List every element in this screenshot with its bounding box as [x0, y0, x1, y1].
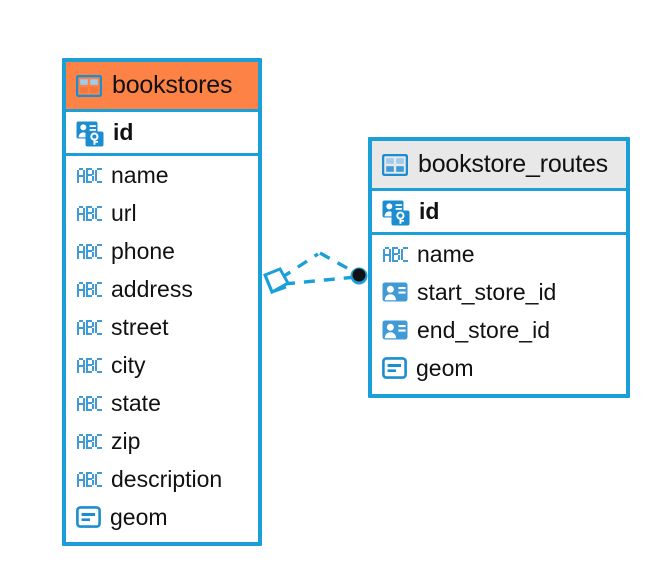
field-row-name[interactable]: name	[66, 156, 258, 194]
primary-key-icon	[76, 119, 104, 147]
field-row-url[interactable]: url	[66, 194, 258, 232]
field-row-city[interactable]: city	[66, 346, 258, 384]
abc-text-icon	[76, 205, 102, 221]
abc-text-icon	[76, 471, 102, 487]
field-row-street[interactable]: street	[66, 308, 258, 346]
entity-title: bookstores	[112, 71, 233, 99]
foreign-key-icon	[382, 279, 408, 305]
relationship-line-upper-right	[319, 251, 357, 275]
field-label: name	[111, 161, 169, 188]
abc-text-icon	[76, 319, 102, 335]
field-label: street	[111, 313, 169, 340]
field-row-address[interactable]: address	[66, 270, 258, 308]
field-label: phone	[111, 237, 175, 264]
field-label: name	[417, 240, 475, 267]
relationship-source-endpoint-diamond	[263, 267, 291, 295]
primary-key-icon	[382, 198, 410, 226]
field-label: id	[419, 198, 440, 224]
field-row-phone[interactable]: phone	[66, 232, 258, 270]
abc-text-icon	[76, 395, 102, 411]
field-row-zip[interactable]: zip	[66, 422, 258, 460]
field-row-end-store-id[interactable]: end_store_id	[372, 311, 626, 349]
geometry-icon	[382, 357, 407, 379]
abc-text-icon	[76, 243, 102, 259]
entity-header-bookstore-routes[interactable]: bookstore_routes	[372, 141, 626, 191]
field-row-state[interactable]: state	[66, 384, 258, 422]
relationship-source-endpoint-tail	[263, 274, 287, 294]
field-row-description[interactable]: description	[66, 460, 258, 498]
field-label: state	[111, 389, 161, 416]
field-row-name[interactable]: name	[372, 235, 626, 273]
field-label: geom	[416, 354, 474, 381]
entity-bookstores[interactable]: bookstores id	[62, 58, 262, 546]
abc-text-icon	[76, 167, 102, 183]
relationship-line-lower	[283, 275, 357, 286]
field-row-start-store-id[interactable]: start_store_id	[372, 273, 626, 311]
field-label: city	[111, 351, 146, 378]
field-row-geom[interactable]: geom	[372, 349, 626, 387]
abc-text-icon	[76, 357, 102, 373]
field-label: id	[113, 119, 134, 145]
field-label: geom	[110, 503, 168, 530]
entity-bookstore-routes[interactable]: bookstore_routes id	[368, 137, 630, 398]
relationship-target-endpoint-dot	[352, 268, 366, 282]
foreign-key-icon	[382, 317, 408, 343]
geometry-icon	[76, 506, 101, 528]
field-label: end_store_id	[417, 316, 550, 343]
field-label: description	[111, 465, 223, 492]
field-label: url	[111, 199, 137, 226]
entity-title: bookstore_routes	[418, 150, 608, 178]
entity-header-bookstores[interactable]: bookstores	[66, 62, 258, 112]
table-icon	[381, 153, 409, 176]
field-label: start_store_id	[417, 278, 557, 305]
table-icon	[75, 74, 103, 97]
abc-text-icon	[76, 281, 102, 297]
field-label: address	[111, 275, 193, 302]
field-label: zip	[111, 427, 141, 454]
relationship-line-upper-left	[280, 252, 319, 280]
abc-text-icon	[76, 433, 102, 449]
field-row-geom[interactable]: geom	[66, 498, 258, 536]
field-row-primary-key[interactable]: id	[372, 191, 626, 235]
field-row-primary-key[interactable]: id	[66, 112, 258, 156]
relationship-target-endpoint-ring	[350, 267, 368, 285]
abc-text-icon	[382, 246, 408, 262]
